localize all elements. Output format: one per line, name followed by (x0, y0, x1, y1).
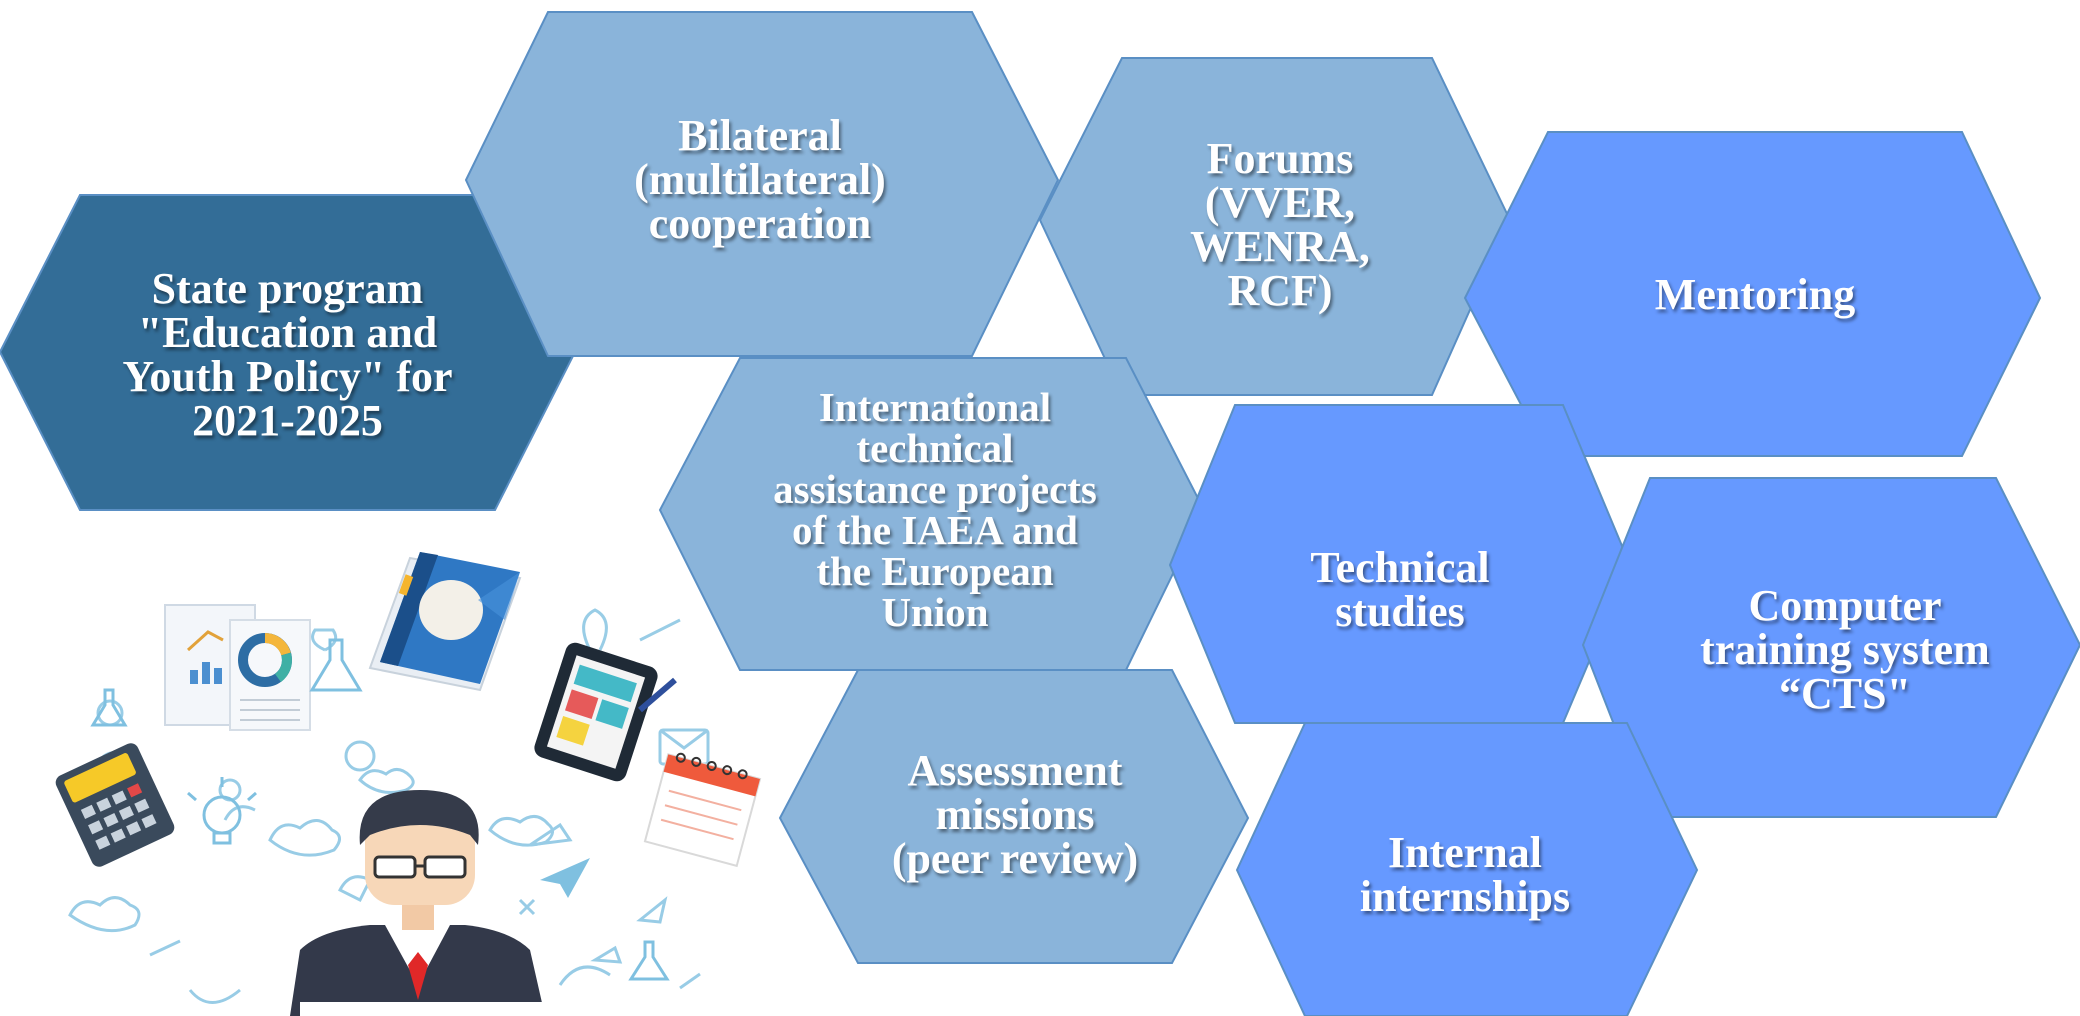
hexagon-label-itap: International technical assistance proje… (773, 384, 1097, 635)
hexagon-internships (1235, 722, 1699, 1016)
hexagon-label-mentoring: Mentoring (1654, 270, 1856, 319)
hexagon-assessment (778, 669, 1250, 964)
hexagon-label-bilateral: Bilateral (multilateral) cooperation (634, 111, 886, 248)
notepad-icon (643, 752, 762, 868)
hexagon-label-internships: Internal internships (1359, 828, 1571, 921)
hexagon-label-technical-studies: Technical studies (1310, 543, 1490, 636)
paper-plane-icon (540, 858, 590, 898)
hexagon-bilateral (464, 11, 1060, 357)
book-icon (368, 552, 522, 692)
tablet-icon (534, 642, 677, 782)
hexagon-label-assessment: Assessment missions (peer review) (891, 746, 1139, 883)
education-illustration (55, 552, 762, 1016)
hexagon-label-cts: Computer training system “CTS" (1700, 581, 1990, 718)
hexagon-group (0, 11, 2080, 1016)
person-figure (290, 790, 545, 1016)
hexagon-label-state-program: State program "Education and Youth Polic… (122, 264, 453, 445)
flask-icon (90, 638, 670, 981)
calculator-icon (55, 743, 175, 867)
chart-icon (164, 604, 311, 731)
lightbulb-icon (187, 777, 257, 845)
hexagon-label-forums: Forums (VVER, WENRA, RCF) (1190, 134, 1370, 315)
